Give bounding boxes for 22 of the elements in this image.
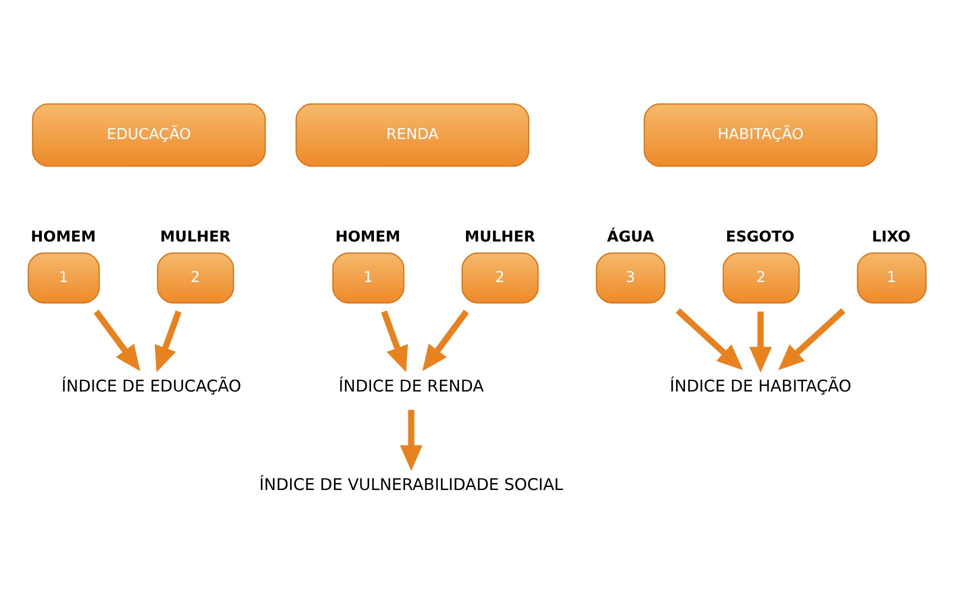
arrow <box>94 310 140 372</box>
node-label: ÁGUA <box>607 227 654 246</box>
node-label: MULHER <box>160 227 231 246</box>
node-box: RENDA <box>296 103 530 167</box>
node-label: MULHER <box>464 227 536 246</box>
node-text: ÍNDICE DE VULNERABILIDADE SOCIAL <box>259 474 564 494</box>
arrow <box>400 410 422 471</box>
node-label: HOMEM <box>30 227 96 246</box>
arrow <box>422 310 469 372</box>
node-box: EDUCAÇÃO <box>32 103 266 167</box>
arrow <box>749 312 772 373</box>
node-text: ÍNDICE DE RENDA <box>338 376 484 396</box>
node-label: LIXO <box>872 227 911 246</box>
node-box: HABITAÇÃO <box>644 103 878 167</box>
arrow <box>154 310 182 372</box>
arrow <box>778 308 846 370</box>
arrow <box>381 310 408 372</box>
node-text: ÍNDICE DE HABITAÇÃO <box>670 376 852 396</box>
node-text: ÍNDICE DE EDUCAÇÃO <box>62 376 242 396</box>
arrow <box>676 308 743 370</box>
node-label: ESGOTO <box>726 227 794 246</box>
node-label: HOMEM <box>335 227 400 246</box>
